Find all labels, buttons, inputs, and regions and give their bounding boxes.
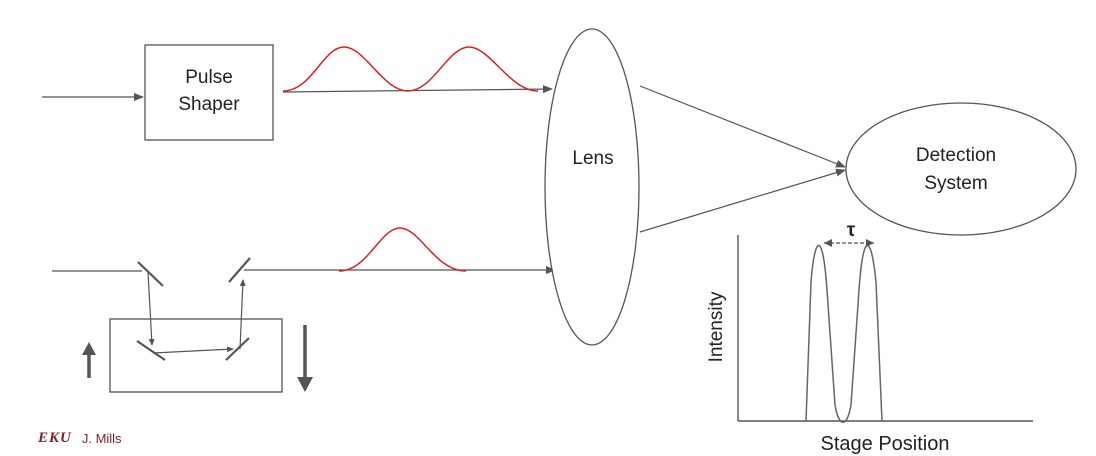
stage-mirror-left: [136, 340, 166, 361]
beam-down-to-stage: [147, 271, 155, 346]
arrow-down-icon-head: [297, 377, 313, 392]
pulse-shaper-label-line2: Shaper: [178, 94, 240, 115]
tau-arrow-left-head: [824, 239, 832, 247]
pulse-shaper-label-line1: Pulse: [185, 67, 233, 88]
focus-ray-top: [639, 85, 846, 168]
plot-y-label: Intensity: [706, 291, 727, 362]
tau-arrow-right-head: [866, 239, 874, 247]
pulse-shaper-box: [144, 44, 274, 141]
detection-label-line2: System: [924, 173, 987, 194]
shaped-beam-line: [282, 85, 553, 94]
delay-stage-box: [109, 318, 283, 393]
intensity-curve: [805, 244, 883, 423]
eku-logo: EKU: [38, 429, 72, 446]
tau-label: τ: [847, 220, 856, 241]
focus-ray-bottom: [639, 168, 846, 233]
beam-across-stage: [152, 346, 234, 354]
detection-system-ellipse: [845, 102, 1077, 236]
plot-x-label: Stage Position: [821, 433, 950, 455]
detection-label-line1: Detection: [916, 145, 996, 166]
lens-label: Lens: [572, 148, 613, 169]
beam-up-from-stage: [239, 279, 246, 350]
mirror-1: [137, 261, 164, 287]
lens-ellipse: [544, 28, 640, 346]
arrow-up-icon-head: [82, 342, 96, 355]
author-name: J. Mills: [81, 430, 122, 446]
single-pulse-waveform: [338, 227, 467, 272]
mirror-2: [228, 257, 251, 283]
footer: EKU J. Mills: [38, 428, 122, 448]
double-pulse-waveform: [282, 46, 539, 92]
stage-mirror-right: [225, 337, 250, 361]
